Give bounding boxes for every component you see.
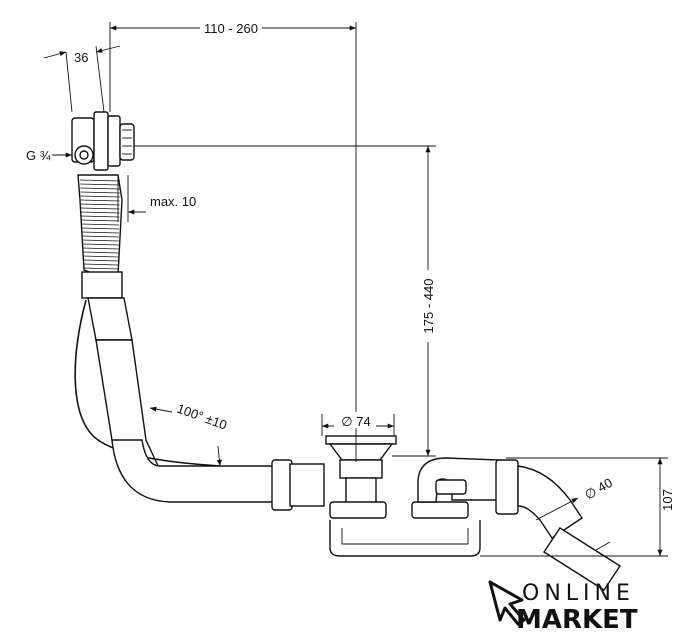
thread-label: G ¾: [26, 148, 51, 163]
dimension-height: 175 - 440: [134, 145, 436, 457]
hose-rib: [81, 227, 120, 230]
hose-rib: [79, 179, 121, 182]
hose-rib: [81, 223, 120, 226]
hose-rib: [83, 255, 119, 258]
dimension-angle: 100° ±10: [149, 401, 229, 467]
dimension-max-offset: max. 10: [117, 175, 196, 222]
hose-rib: [82, 235, 119, 238]
height-range-label: 175 - 440: [421, 279, 436, 334]
hose-rib: [80, 195, 120, 198]
dimension-width: 110 - 260: [109, 20, 357, 462]
hose-rib: [80, 191, 120, 194]
hose-rib: [82, 239, 119, 242]
hose-rib: [83, 267, 119, 270]
cursor-icon: [488, 580, 526, 626]
hose-rib: [80, 199, 120, 202]
hose-rib: [82, 251, 119, 254]
trap-outlet: [417, 457, 621, 591]
overflow-head: [71, 111, 135, 171]
dimension-strainer-diameter: ∅ 74: [321, 412, 395, 436]
dimension-depth: 36: [43, 45, 121, 113]
cable: [74, 299, 221, 467]
hose-rib: [83, 259, 119, 262]
logo-line2: MARKET: [516, 605, 638, 635]
hose-rib: [80, 183, 120, 186]
horizontal-pipe: [111, 439, 325, 511]
dimension-trap-height: 107: [480, 457, 675, 557]
angle-label: 100° ±10: [175, 401, 229, 433]
online-market-logo: ONLINE MARKET: [488, 580, 638, 635]
hose-rib: [83, 263, 119, 266]
trap-height-label: 107: [660, 489, 675, 511]
depth-label: 36: [74, 50, 88, 65]
max-offset-label: max. 10: [150, 194, 196, 209]
width-range-label: 110 - 260: [204, 21, 258, 36]
logo-line1: ONLINE: [522, 581, 635, 606]
hose-rib: [81, 219, 120, 222]
outlet-diameter-label: ∅ 40: [582, 475, 615, 503]
hose-rib: [82, 243, 119, 246]
hose-rib: [82, 247, 119, 250]
strainer-diameter-label: ∅ 74: [341, 414, 370, 429]
hose-rib: [81, 207, 120, 210]
overflow-hose: [77, 174, 162, 471]
hose-rib: [80, 187, 120, 190]
hose-rib: [80, 203, 120, 206]
hose-rib: [82, 231, 119, 234]
hose-rib: [81, 211, 120, 214]
waste-outlet: [325, 435, 481, 557]
dimension-thread: G ¾: [26, 148, 72, 163]
hose-rib: [81, 215, 120, 218]
